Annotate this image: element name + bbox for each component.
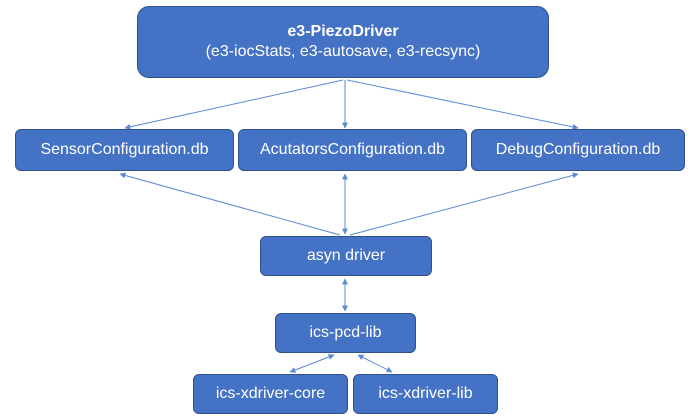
asyn-driver-label: asyn driver bbox=[306, 247, 386, 264]
arrow-pcd-xdriver-lib bbox=[357, 354, 393, 373]
debug-configuration-label: DebugConfiguration.db bbox=[495, 141, 661, 158]
actuators-configuration-box: AcutatorsConfiguration.db bbox=[238, 129, 467, 171]
actuators-configuration-label: AcutatorsConfiguration.db bbox=[260, 141, 445, 158]
arrow-asyn-to-sensor bbox=[119, 172, 341, 236]
arrow-asyn-to-debug bbox=[349, 172, 579, 236]
ics-pcd-lib-box: ics-pcd-lib bbox=[275, 313, 416, 353]
e3-piezodriver-subtitle: (e3-iocStats, e3-autosave, e3-recsync) bbox=[205, 43, 481, 60]
arrow-top-to-debug bbox=[346, 79, 579, 130]
e3-piezodriver-box: e3-PiezoDriver (e3-iocStats, e3-autosave… bbox=[137, 6, 549, 78]
debug-configuration-box: DebugConfiguration.db bbox=[471, 129, 685, 171]
asyn-driver-box: asyn driver bbox=[260, 236, 432, 276]
sensor-configuration-label: SensorConfiguration.db bbox=[40, 141, 209, 158]
arrow-pcd-xdriver-core bbox=[289, 354, 335, 373]
ics-xdriver-lib-label: ics-xdriver-lib bbox=[378, 385, 473, 402]
ics-xdriver-lib-box: ics-xdriver-lib bbox=[353, 374, 498, 414]
sensor-configuration-box: SensorConfiguration.db bbox=[15, 129, 234, 171]
ics-pcd-lib-label: ics-pcd-lib bbox=[309, 324, 382, 341]
e3-piezodriver-title: e3-PiezoDriver bbox=[287, 23, 399, 40]
arrow-top-to-sensor bbox=[124, 79, 344, 130]
ics-xdriver-core-box: ics-xdriver-core bbox=[193, 374, 348, 414]
ics-xdriver-core-label: ics-xdriver-core bbox=[215, 385, 326, 402]
